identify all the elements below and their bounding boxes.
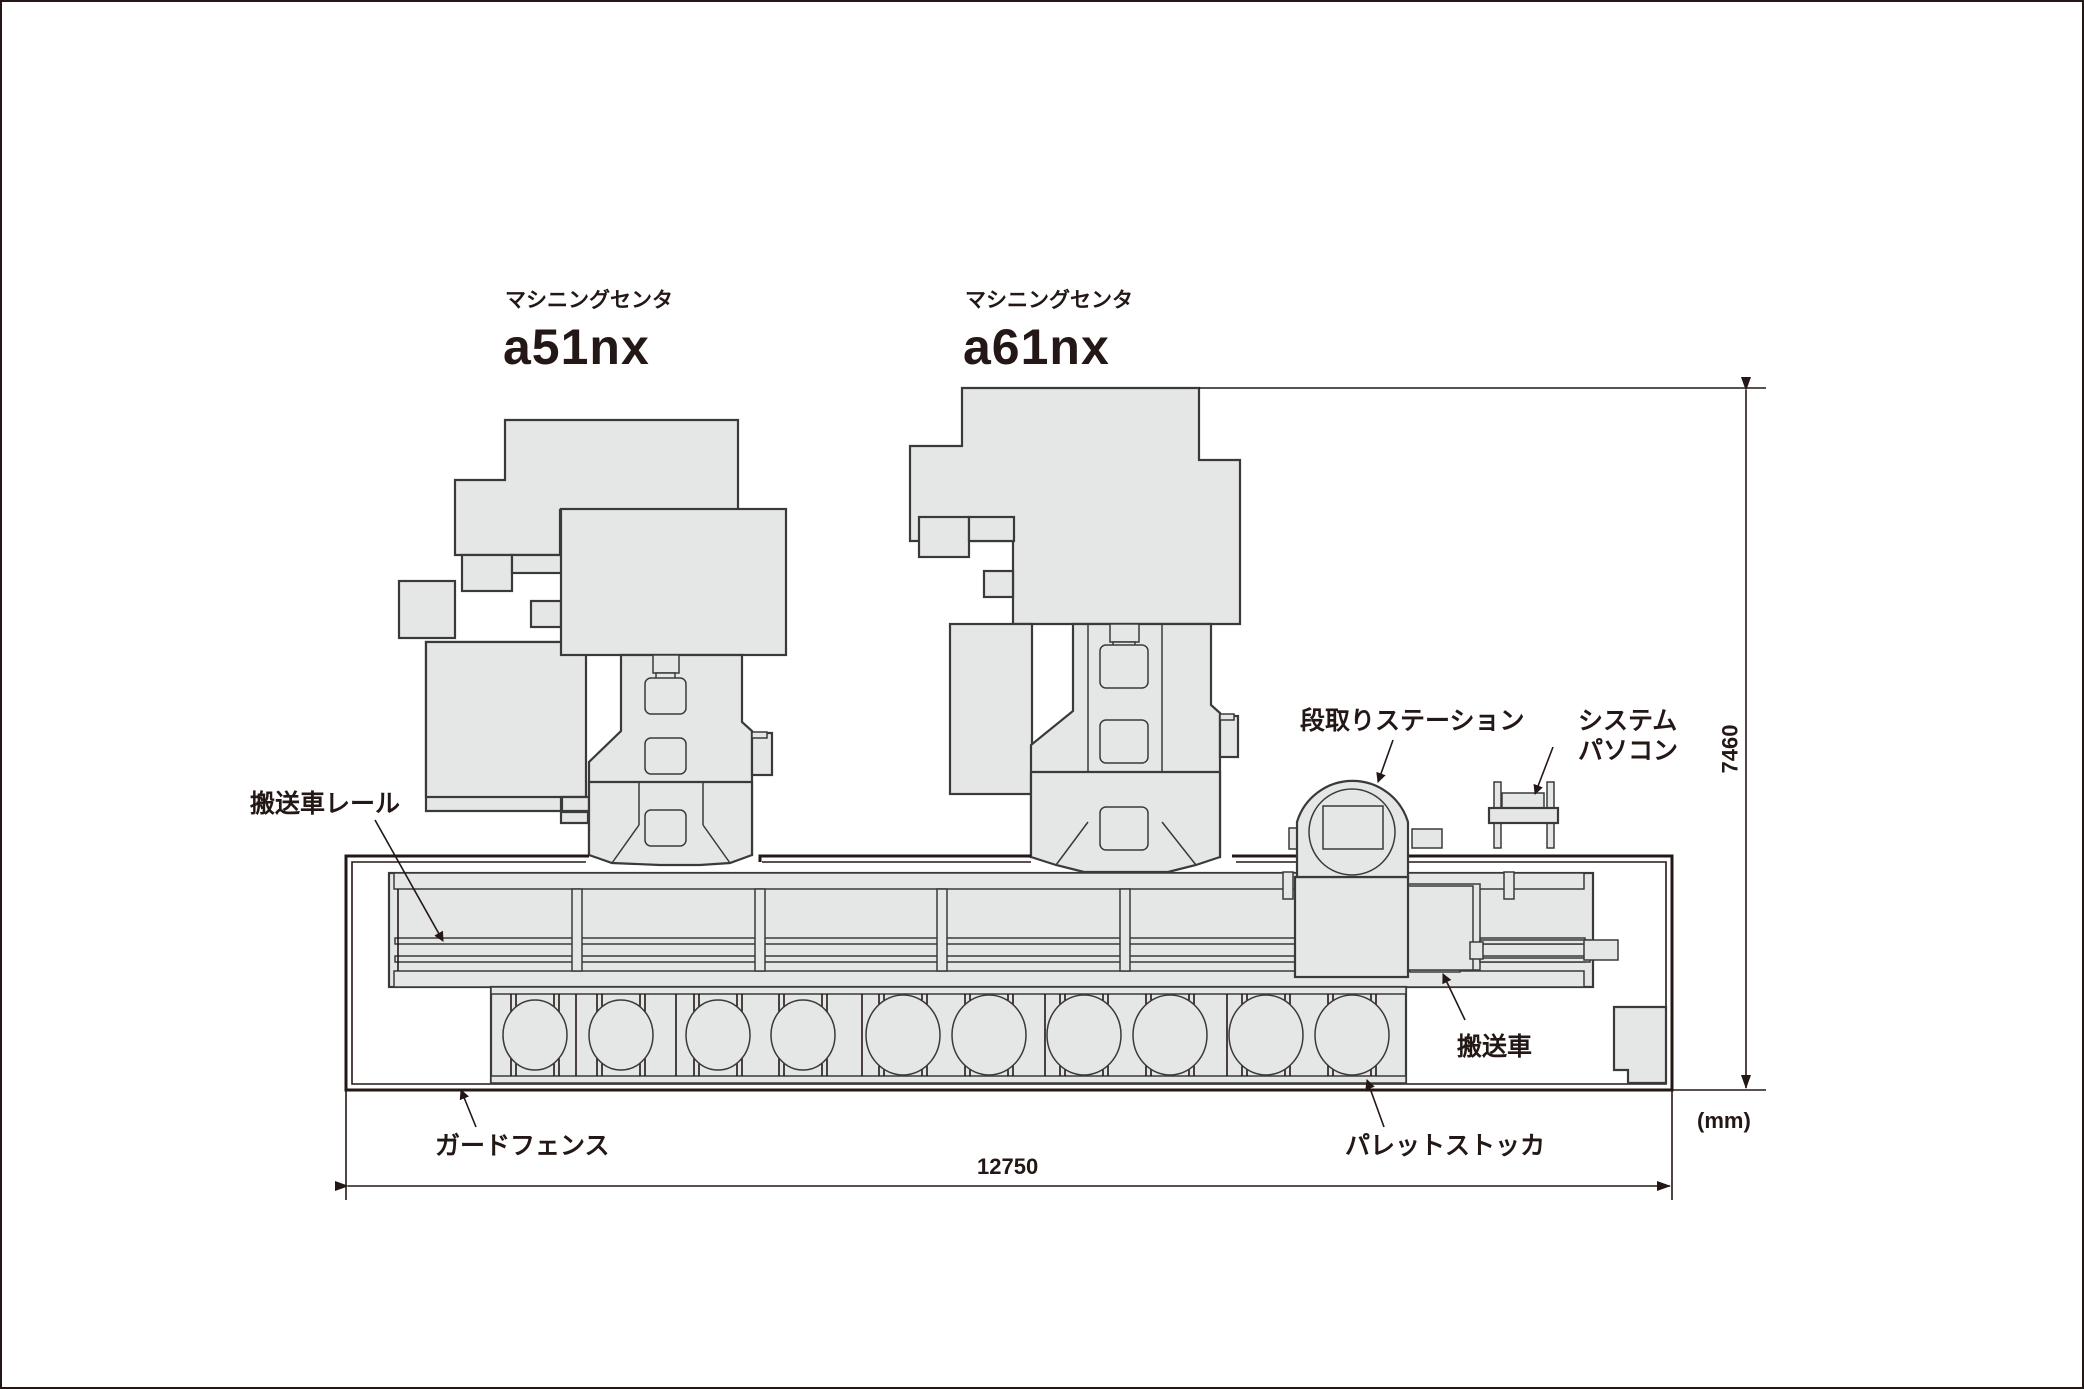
unit-label: (mm) [1697,1108,1751,1133]
pallet [770,999,836,1071]
machine-model-label-1: a51nx [503,319,650,375]
machine-category-label-1: マシニングセンタ [505,288,673,312]
pallet [951,994,1027,1076]
machine-category-label-2: マシニングセンタ [965,288,1133,312]
system-pc-label-line1: システム [1578,706,1678,735]
system-pc-label-line2: パソコン [1578,736,1679,765]
setup-station-label: 段取りステーション [1300,706,1525,735]
pallet-stocker-label: パレットストッカ [1345,1131,1546,1160]
pallet [865,994,941,1076]
machine-model-label-2: a61nx [963,319,1110,375]
rail-posts [571,888,1131,972]
machine-a51nx [397,418,788,867]
pallet-stocker [489,985,1408,1085]
carrier-rail-label: 搬送車レール [250,789,401,818]
pallet [1132,994,1208,1076]
guard-fence [344,854,1674,1092]
setup-station [1288,779,1443,879]
dimension-lines [335,377,1766,1200]
system-pc [1487,781,1560,849]
carrier [1282,871,1619,979]
pallet [588,999,654,1071]
width-dimension: 12750 [977,1154,1039,1179]
pallet [1046,994,1122,1076]
pallet [502,999,568,1071]
machine-a61nx [908,386,1242,874]
pallet [685,999,751,1071]
leader-lines [374,739,1554,1128]
height-dimension: 7460 [1717,724,1743,774]
pallet [1228,994,1304,1076]
pallet [1314,994,1390,1076]
guard-fence-label: ガードフェンス [435,1131,610,1160]
carrier-label: 搬送車 [1457,1032,1533,1061]
